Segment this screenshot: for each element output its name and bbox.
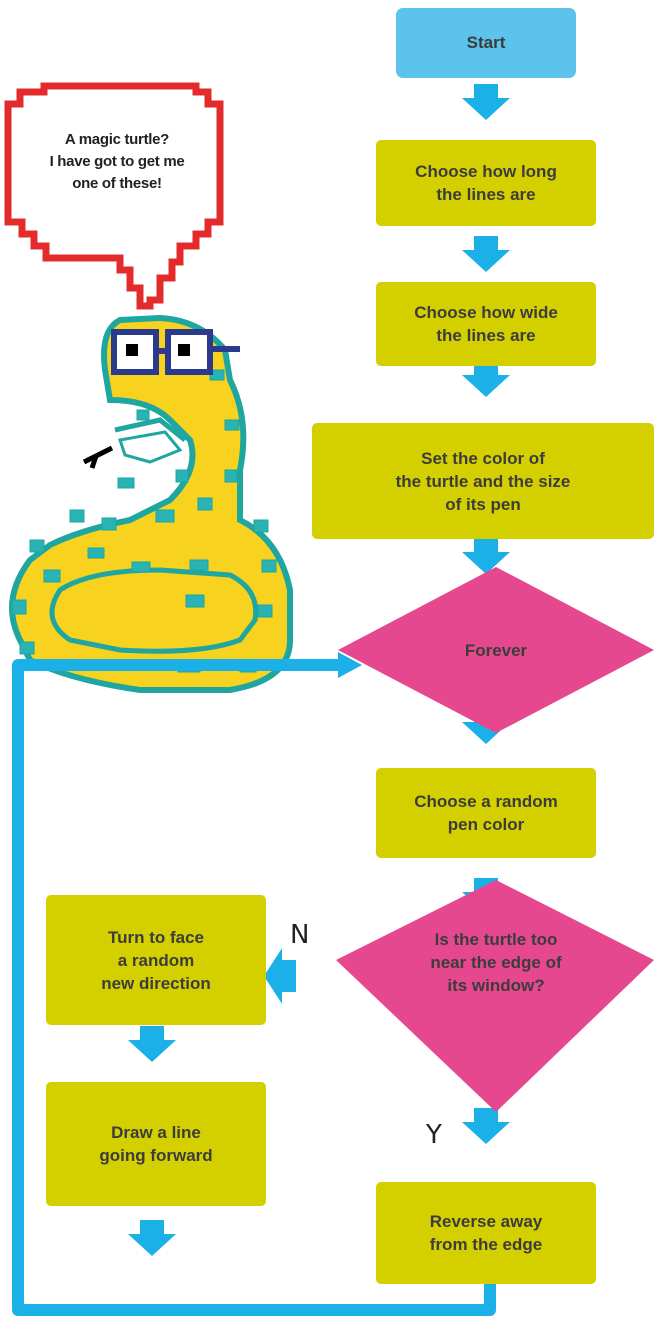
forever-label: Forever xyxy=(464,640,528,660)
arrow-down-2 xyxy=(462,236,510,272)
branch-label-yes: Y xyxy=(426,1120,442,1150)
edge-check-diamond xyxy=(336,880,654,1112)
arrow-down-4 xyxy=(462,538,510,574)
forever-diamond xyxy=(338,567,654,733)
arrow-down-1 xyxy=(462,84,510,120)
arrow-down-yes xyxy=(462,1108,510,1144)
step-color-size: Set the color of the turtle and the size… xyxy=(312,423,654,539)
branch-label-no: N xyxy=(290,920,310,950)
loop-back-line xyxy=(12,659,496,1316)
step-turn: Turn to face a random new direction xyxy=(46,895,266,1025)
speech-bubble-text: A magic turtle? I have got to get me one… xyxy=(49,131,185,192)
snake-icon xyxy=(9,314,293,693)
arrow-down-left-1 xyxy=(128,1026,176,1062)
step-reverse: Reverse away from the edge xyxy=(376,1182,596,1284)
step-line-length: Choose how long the lines are xyxy=(376,140,596,226)
glasses-icon xyxy=(111,329,240,375)
edge-check-label: Is the turtle too near the edge of its w… xyxy=(430,929,562,995)
arrow-left-no xyxy=(264,948,296,1004)
step-line-width: Choose how wide the lines are xyxy=(376,282,596,366)
step-draw: Draw a line going forward xyxy=(46,1082,266,1206)
step-random-color: Choose a random pen color xyxy=(376,768,596,858)
speech-bubble-shape xyxy=(4,82,224,310)
arrow-down-left-2 xyxy=(128,1220,176,1256)
loop-back-arrowhead xyxy=(338,652,362,678)
start-node: Start xyxy=(396,8,576,78)
arrow-down-3 xyxy=(462,361,510,397)
speech-bubble xyxy=(4,82,224,310)
